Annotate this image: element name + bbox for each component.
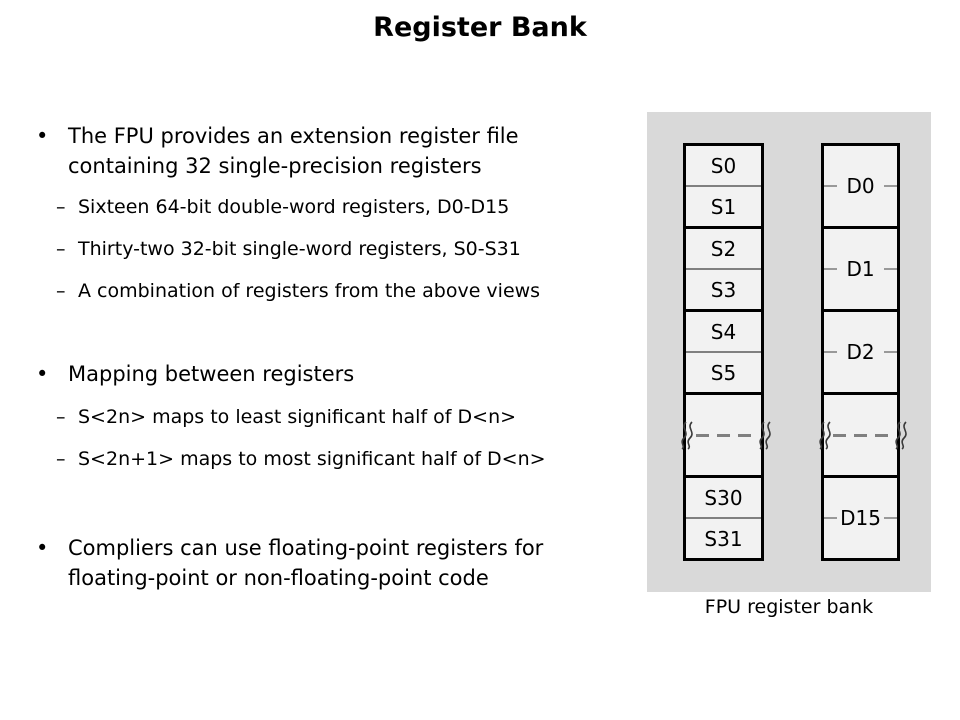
sub-bullet-text: Thirty-two 32-bit single-word registers,… (78, 238, 521, 260)
register-cell: S5 (710, 360, 737, 385)
bullet-icon: • (36, 536, 49, 560)
register-cell: S31 (704, 526, 743, 551)
ellipsis-dashes-icon (692, 433, 755, 437)
sub-bullet: –Sixteen 64-bit double-word registers, D… (56, 194, 509, 220)
half-tick-icon (884, 268, 897, 270)
bullet-line: The FPU provides an extension register f… (68, 124, 519, 148)
fpu-register-bank-diagram: S0 S1 S2 S3 S4 S5 S30 S31 (647, 112, 931, 592)
register-cell: S2 (710, 236, 737, 261)
bullet-icon: • (36, 362, 49, 386)
register-separator (686, 268, 761, 270)
bullet-line: Compliers can use floating-point registe… (68, 536, 544, 560)
break-squiggle-icon (819, 421, 831, 450)
bullet-text: Mapping between registers (68, 359, 354, 389)
sub-bullet: –S<2n> maps to least significant half of… (56, 404, 516, 430)
half-tick-icon (884, 185, 897, 187)
dash-icon: – (56, 196, 66, 218)
dash-icon: – (56, 406, 66, 428)
sub-bullet-text: S<2n> maps to least significant half of … (78, 406, 517, 428)
sub-bullet: –S<2n+1> maps to most significant half o… (56, 446, 546, 472)
d-column-break-box (821, 392, 900, 478)
register-pair-s2-s3: S2 S3 (683, 226, 764, 312)
sub-bullet: –A combination of registers from the abo… (56, 278, 540, 304)
register-cell: S1 (710, 194, 737, 219)
register-separator (686, 351, 761, 353)
break-squiggle-icon (895, 421, 907, 450)
register-cell: S0 (710, 153, 737, 178)
register-separator (686, 517, 761, 519)
bullet-icon: • (36, 124, 49, 148)
register-cell: D1 (846, 257, 875, 281)
register-cell: D2 (846, 340, 875, 364)
sub-bullet-text: A combination of registers from the abov… (78, 280, 541, 302)
bullet-text: The FPU provides an extension register f… (68, 121, 519, 181)
register-d15: D15 (821, 475, 900, 561)
sub-bullet: –Thirty-two 32-bit single-word registers… (56, 236, 521, 262)
register-cell: S3 (710, 277, 737, 302)
sub-bullet-text: S<2n+1> maps to most significant half of… (78, 448, 546, 470)
half-tick-icon (884, 517, 897, 519)
half-tick-icon (824, 517, 837, 519)
register-cell: S4 (710, 319, 737, 344)
register-pair-s30-s31: S30 S31 (683, 475, 764, 561)
page-title: Register Bank (373, 12, 587, 43)
bullet-item: • Mapping between registers (36, 359, 354, 389)
register-separator (686, 185, 761, 187)
sub-bullet-text: Sixteen 64-bit double-word registers, D0… (78, 196, 510, 218)
half-tick-icon (824, 268, 837, 270)
bullet-item: • The FPU provides an extension register… (36, 121, 519, 181)
register-d2: D2 (821, 309, 900, 395)
register-cell: D0 (846, 174, 875, 198)
register-pair-s0-s1: S0 S1 (683, 143, 764, 229)
bullet-line: containing 32 single-precision registers (68, 154, 482, 178)
half-tick-icon (824, 185, 837, 187)
register-d1: D1 (821, 226, 900, 312)
dash-icon: – (56, 280, 66, 302)
ellipsis-dashes-icon (829, 433, 892, 437)
register-d0: D0 (821, 143, 900, 229)
register-cell: D15 (840, 506, 881, 530)
s-column-break-box (683, 392, 764, 478)
register-cell: S30 (704, 485, 743, 510)
bullet-item: • Compliers can use floating-point regis… (36, 533, 543, 593)
bullet-line: floating-point or non-floating-point cod… (68, 566, 489, 590)
half-tick-icon (884, 351, 897, 353)
bullet-line: Mapping between registers (68, 362, 355, 386)
dash-icon: – (56, 448, 66, 470)
dash-icon: – (56, 238, 66, 260)
diagram-caption: FPU register bank (704, 596, 874, 618)
register-pair-s4-s5: S4 S5 (683, 309, 764, 395)
break-squiggle-icon (759, 421, 771, 450)
break-squiggle-icon (681, 421, 693, 450)
bullet-text: Compliers can use floating-point registe… (68, 533, 543, 593)
half-tick-icon (824, 351, 837, 353)
